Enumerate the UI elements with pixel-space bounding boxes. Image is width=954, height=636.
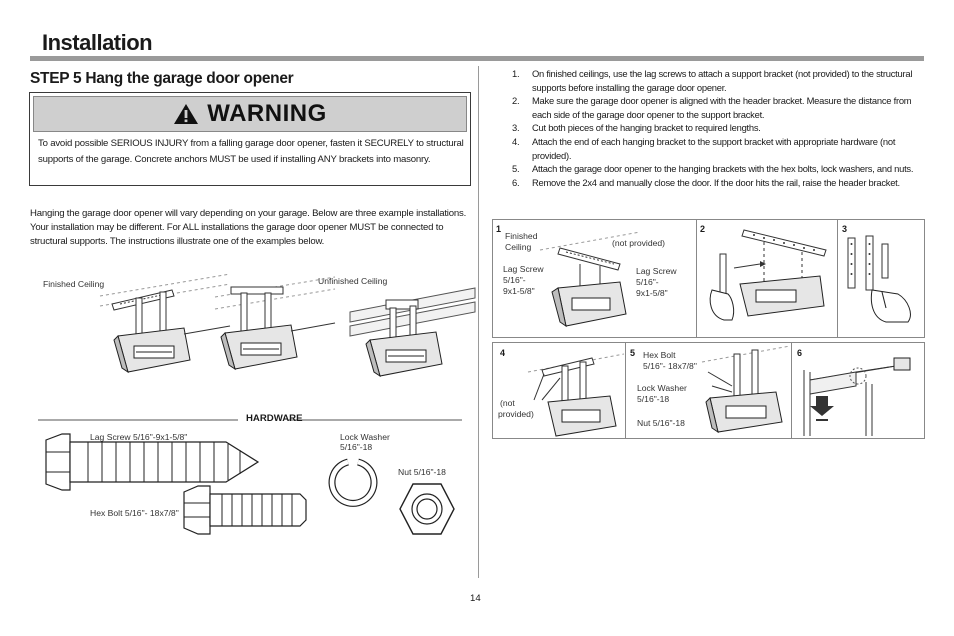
step-list: 1.On finished ceilings, use the lag scre… (510, 67, 930, 189)
panel-4-number: 4 (500, 348, 506, 358)
panel-6-illustration (803, 357, 911, 436)
finished-ceiling-label: Finished Ceiling (43, 279, 105, 289)
panel-1-lag-screw-right-size: 5/16"- (636, 277, 659, 287)
lag-screw-label: Lag Screw 5/16"-9x1-5/8" (90, 432, 188, 442)
hex-bolt-icon (183, 485, 307, 535)
unfinished-ceiling-label: Unfinished Ceiling (318, 276, 388, 286)
intro-paragraph: Hanging the garage door opener will vary… (30, 208, 467, 247)
warning-box (29, 92, 471, 186)
panel-5-number: 5 (630, 348, 636, 358)
hardware-title: HARDWARE (246, 413, 303, 424)
nut-label: Nut 5/16"-18 (398, 467, 446, 477)
panel-4-illustration (527, 353, 625, 437)
column-divider (478, 66, 479, 578)
panel-2-illustration (709, 229, 827, 321)
panel-4-provided-label: provided) (498, 409, 534, 419)
panel-2-number: 2 (700, 224, 706, 234)
panel-divider (625, 342, 626, 439)
example-joist-illustration (214, 276, 336, 371)
panel-5-lock-washer-size: 5/16"-18 (637, 394, 670, 404)
panel-1-lag-screw-right-length: 9x1-5/8" (636, 288, 668, 298)
lock-washer-label: Lock Washer (340, 432, 390, 442)
panel-4-not-label: (not (500, 398, 515, 408)
step-item: 2.Make sure the garage door opener is al… (512, 95, 912, 120)
panel-1-lag-screw-left-length: 9x1-5/8" (503, 286, 535, 296)
panel-5-illustration (701, 345, 791, 434)
warning-text: To avoid possible SERIOUS INJURY from a … (38, 138, 464, 165)
page-title: Installation (42, 30, 153, 55)
step-item: 4.Attach the end of each hanging bracket… (512, 135, 896, 161)
lock-washer-icon (328, 458, 378, 507)
panel-1-number: 1 (496, 224, 502, 234)
panel-1-not-provided-label: (not provided) (612, 238, 666, 248)
panel-1-lag-screw-left-label: Lag Screw (503, 264, 544, 274)
panel-3-number: 3 (842, 224, 848, 234)
hardware-rule (38, 419, 462, 421)
hex-bolt-label: Hex Bolt 5/16"- 18x7/8" (90, 508, 179, 518)
panel-1-lag-screw-left-size: 5/16"- (503, 275, 526, 285)
panel-5-lock-washer-label: Lock Washer (637, 383, 687, 393)
panel-1-lag-screw-right-label: Lag Screw (636, 266, 677, 276)
step-item: 5.Attach the garage door opener to the h… (512, 163, 914, 175)
panel-divider (696, 219, 697, 338)
page-number: 14 (470, 593, 481, 604)
panel-5-nut-label: Nut 5/16"-18 (637, 418, 685, 428)
panel-3-illustration (847, 235, 911, 323)
panel-5-hex-bolt-size: 5/16"- 18x7/8" (643, 361, 697, 371)
panel-1-illustration (539, 231, 641, 328)
panel-grid-top (492, 219, 925, 338)
warning-banner: WARNING (33, 96, 467, 132)
example-unfinished-ceiling-illustration (349, 287, 476, 378)
step-item: 3.Cut both pieces of the hanging bracket… (512, 122, 761, 134)
nut-icon (399, 483, 455, 535)
panel-6-number: 6 (797, 348, 803, 358)
panel-1-ceiling-label: Ceiling (505, 242, 532, 252)
panel-divider (837, 219, 838, 338)
step-title: STEP 5 Hang the garage door opener (30, 70, 294, 87)
panel-1-finished-label: Finished (505, 231, 538, 241)
panel-5-hex-bolt-label: Hex Bolt (643, 350, 676, 360)
step-item: 6.Remove the 2x4 and manually close the … (512, 176, 900, 188)
lag-screw-icon (45, 433, 260, 491)
lock-washer-size-label: 5/16"-18 (340, 442, 373, 452)
step-item: 1.On finished ceilings, use the lag scre… (512, 68, 913, 93)
warning-triangle-icon (174, 104, 199, 124)
panel-grid-bottom (492, 342, 925, 439)
warning-title: WARNING (207, 100, 327, 127)
title-rule (30, 56, 924, 61)
panel-divider (791, 342, 792, 439)
example-finished-ceiling-illustration (99, 273, 231, 374)
